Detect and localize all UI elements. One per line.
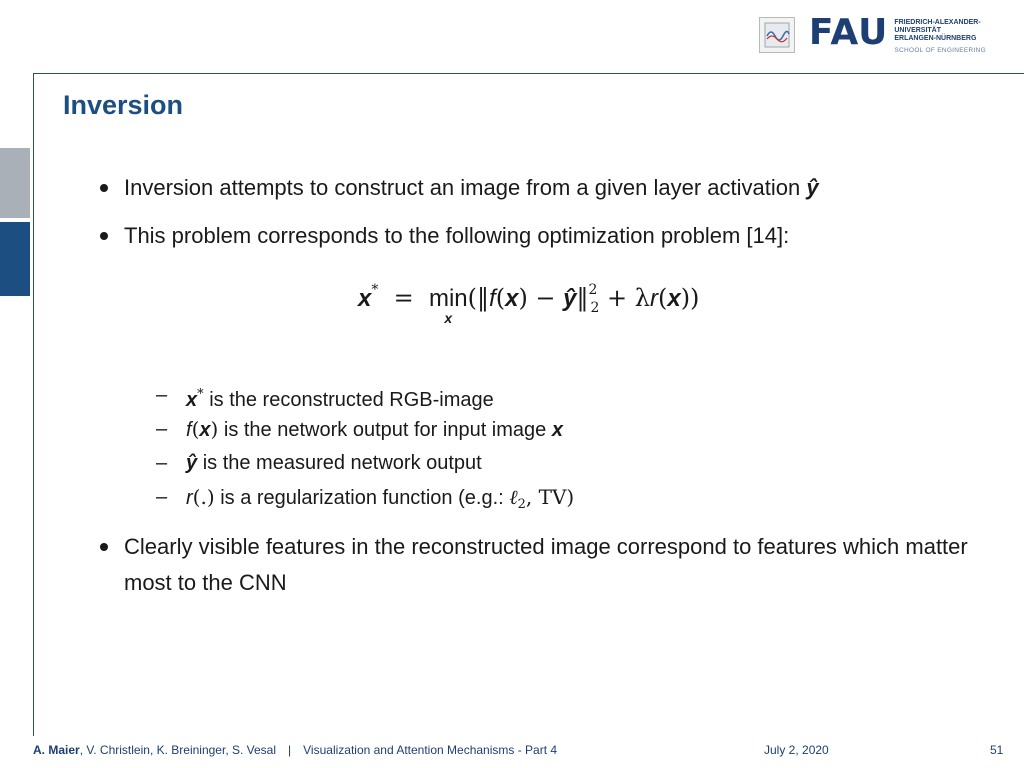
footer: A. Maier, V. Christlein, K. Breininger, … (33, 737, 1024, 763)
sub-item-y-hat: – ŷ is the measured network output (156, 452, 482, 474)
y-hat-symbol: ŷ (806, 175, 819, 200)
footer-authors: A. Maier, V. Christlein, K. Breininger, … (33, 743, 276, 757)
bullet-optimization: This problem corresponds to the followin… (100, 218, 789, 254)
fau-school: SCHOOL OF ENGINEERING (894, 46, 986, 54)
fau-wordmark: FAU (808, 11, 889, 53)
footer-date: July 2, 2020 (764, 743, 829, 757)
bullet-3-text: Clearly visible features in the reconstr… (124, 534, 968, 595)
sub-item-x-star: – x* is the reconstructed RGB-image (156, 384, 494, 411)
fau-line-1: FRIEDRICH-ALEXANDER- (894, 18, 981, 26)
bullet-dot-icon (100, 232, 108, 240)
bullet-features: Clearly visible features in the reconstr… (100, 529, 980, 601)
footer-other-authors: , V. Christlein, K. Breininger, S. Vesal (79, 743, 277, 757)
sub-item-list: – x* is the reconstructed RGB-image – f(… (156, 378, 574, 514)
slide-title: Inversion (63, 90, 184, 120)
fau-logo: FAU FRIEDRICH-ALEXANDER- UNIVERSITÄT ERL… (808, 11, 986, 55)
sub-1-text: is the reconstructed RGB-image (209, 389, 494, 411)
sub-2-text: is the network output for input image (223, 419, 547, 441)
sub-item-f-x: – f(x) is the network output for input i… (156, 417, 563, 441)
side-tab-blue (0, 222, 30, 296)
footer-lead-author: A. Maier (33, 743, 80, 757)
sub-4-text: is a regularization function (e.g.: (220, 487, 504, 509)
sub-3-text: is the measured network output (202, 452, 482, 474)
side-tab-gray (0, 148, 30, 218)
bullet-1-text: Inversion attempts to construct an image… (124, 175, 801, 200)
bullet-inversion: Inversion attempts to construct an image… (100, 170, 819, 206)
department-logo (758, 17, 795, 53)
header-logos: FAU FRIEDRICH-ALEXANDER- UNIVERSITÄT ERL… (758, 10, 986, 60)
slide-frame (33, 73, 1024, 736)
footer-course: Visualization and Attention Mechanisms -… (303, 743, 558, 757)
sub-item-r: – r(.) is a regularization function (e.g… (156, 485, 575, 512)
bullet-dot-icon (100, 184, 108, 192)
fau-line-2: UNIVERSITÄT (894, 26, 942, 34)
bullet-2-text: This problem corresponds to the followin… (124, 223, 790, 248)
bullet-dot-icon (100, 543, 108, 551)
footer-separator: | (288, 743, 292, 757)
footer-page-number: 51 (990, 743, 1004, 757)
fau-line-3: ERLANGEN-NÜRNBERG (894, 34, 977, 42)
wave-logo-icon (764, 22, 790, 48)
